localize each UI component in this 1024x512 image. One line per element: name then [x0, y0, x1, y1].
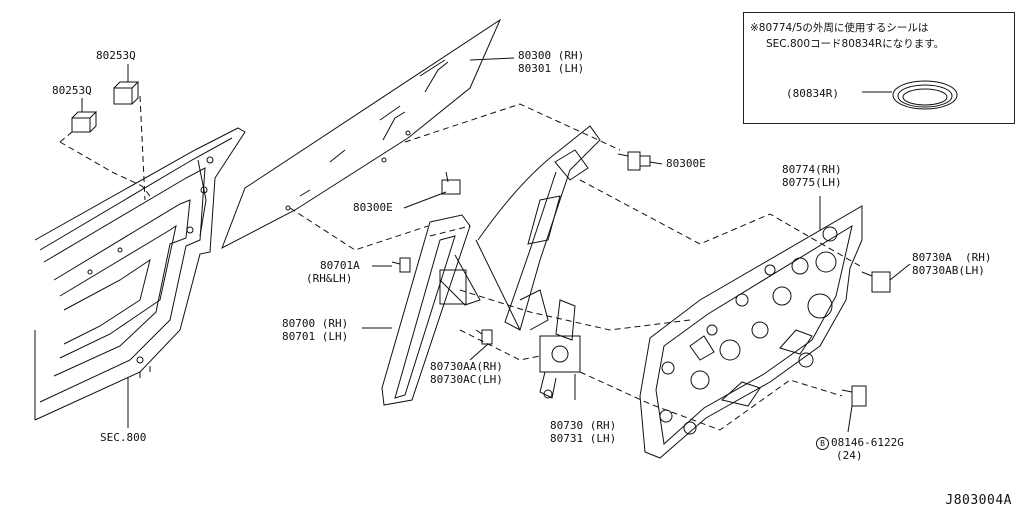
seal-note-box: [743, 12, 1015, 124]
seal-80834r-drawing: [862, 80, 958, 110]
clip-80253q-left-drawing: [71, 111, 98, 133]
part-label-80301-lh: 80301 (LH): [518, 62, 585, 75]
seal-note-line-1: ※80774/5の外周に使用するシールは: [750, 22, 929, 34]
part-label-80701a: 80701A: [320, 259, 360, 272]
part-label-80701a-side: (RH&LH): [306, 272, 353, 285]
module-panel-drawing: [639, 205, 863, 459]
part-label-80834r: (80834R): [786, 87, 839, 100]
part-label-80300-rh: 80300 (RH): [518, 49, 585, 62]
bolt-80300e-left-drawing: [441, 171, 461, 195]
bolt-part-number: 08146-6122G: [831, 436, 904, 449]
part-label-80730a-rh: 80730A (RH): [912, 251, 992, 264]
part-label-sec800: SEC.800: [100, 431, 147, 444]
diagram-code: J803004A: [945, 493, 1012, 508]
seal-note-line-2: SEC.800コード80834Rになります。: [766, 38, 945, 50]
leader-lines: [81, 57, 911, 433]
regulator-drawing: [381, 125, 601, 406]
part-label-80253q-left: 80253Q: [52, 84, 92, 97]
bolt-circle-marker: B: [816, 437, 829, 450]
part-label-80300e-left: 80300E: [353, 201, 393, 214]
door-panel-drawing: [34, 127, 246, 421]
part-label-80701-lh: 80701 (LH): [282, 330, 349, 343]
bolt-80730a-drawing: [861, 271, 891, 293]
clip-80253q-top-drawing: [113, 81, 140, 105]
part-label-80730ab-lh: 80730AB(LH): [912, 264, 985, 277]
bolt-80730aa-drawing: [475, 329, 493, 345]
part-label-80700-rh: 80700 (RH): [282, 317, 349, 330]
part-label-80730-rh: 80730 (RH): [550, 419, 617, 432]
part-label-80300e-right: 80300E: [666, 157, 706, 170]
part-label-80253q-top: 80253Q: [96, 49, 136, 62]
part-label-80730aa-rh: 80730AA(RH): [430, 360, 503, 373]
bolt-80300e-right-drawing: [617, 151, 651, 171]
part-label-80731-lh: 80731 (LH): [550, 432, 617, 445]
motor-drawing: [539, 299, 581, 399]
part-label-80775-lh: 80775(LH): [782, 176, 842, 189]
reference-lines: [59, 95, 861, 431]
bolt-80701a-drawing: [391, 257, 411, 273]
part-label-80730ac-lh: 80730AC(LH): [430, 373, 503, 386]
part-label-bolt-qty: (24): [836, 449, 863, 462]
door-glass-drawing: [221, 18, 502, 250]
bolt-08146-drawing: [841, 385, 867, 407]
part-label-80774-rh: 80774(RH): [782, 163, 842, 176]
